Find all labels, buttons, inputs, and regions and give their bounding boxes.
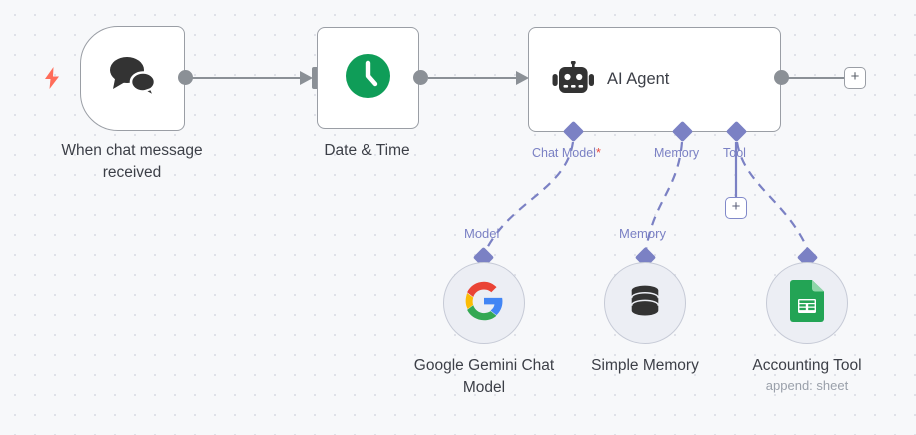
chat-bubbles-icon [105, 54, 161, 103]
node-accounting-tool[interactable] [766, 262, 848, 344]
port-label-tool: Tool [723, 146, 746, 160]
node-sublabel-accounting-tool: append: sheet [765, 378, 849, 393]
port-label-chat-model: Chat Model* [532, 146, 601, 160]
database-icon [626, 282, 664, 325]
node-google-gemini-chat-model[interactable] [443, 262, 525, 344]
output-port-agent[interactable] [774, 70, 789, 85]
required-asterisk: * [595, 146, 601, 160]
node-label-google-gemini-chat-model: Google Gemini Chat Model [413, 357, 555, 397]
edge-label-model: Model [464, 226, 500, 241]
add-tool-node-button[interactable]: + [725, 197, 747, 219]
add-output-node-button[interactable]: + [844, 67, 866, 89]
google-g-icon [463, 280, 505, 327]
node-when-chat-message-received[interactable] [80, 26, 185, 131]
lightning-bolt-icon [44, 67, 60, 93]
edge-agent-to-accounting-tool [735, 141, 810, 251]
node-label-date-and-time: Date & Time [324, 142, 410, 159]
node-ai-agent[interactable]: AI Agent [528, 27, 781, 132]
node-label-accounting-tool: Accounting Tool [752, 357, 862, 374]
google-sheets-icon [790, 279, 824, 327]
port-label-memory: Memory [654, 146, 700, 160]
input-port-datetime[interactable] [312, 67, 320, 89]
node-simple-memory[interactable] [604, 262, 686, 344]
node-label-simple-memory: Simple Memory [591, 357, 699, 374]
node-label-ai-agent: AI Agent [607, 70, 670, 88]
edge-label-memory: Memory [619, 226, 666, 241]
node-date-and-time[interactable] [317, 27, 419, 129]
clock-icon [344, 52, 392, 105]
robot-icon [551, 60, 595, 99]
output-port-trigger[interactable] [178, 70, 193, 85]
node-label-when-chat-message-received: When chat message received [61, 142, 203, 182]
output-port-datetime[interactable] [413, 70, 428, 85]
